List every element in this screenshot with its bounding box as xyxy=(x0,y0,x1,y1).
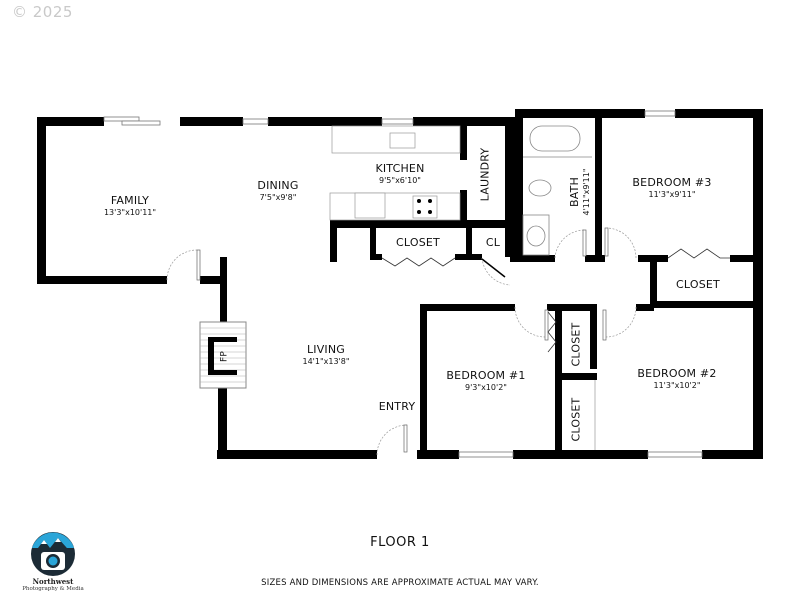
room-entry: ENTRY xyxy=(367,400,427,413)
disclaimer: SIZES AND DIMENSIONS ARE APPROXIMATE ACT… xyxy=(261,578,539,588)
room-dimensions: 7'5"x9'8" xyxy=(259,193,297,202)
room-name: KITCHEN xyxy=(375,162,425,175)
room-fireplace: FP xyxy=(219,342,232,372)
room-name: BEDROOM #1 xyxy=(446,369,526,382)
room-bath: BATH 4'11"x9'11" xyxy=(568,152,592,232)
room-name: CL xyxy=(485,236,501,249)
room-bedroom-1: BEDROOM #1 9'3"x10'2" xyxy=(436,369,536,393)
room-dimensions: 14'1"x13'8" xyxy=(302,357,350,366)
room-dining: DINING 7'5"x9'8" xyxy=(228,179,328,203)
room-name: DINING xyxy=(257,179,299,192)
room-bedroom-2: BEDROOM #2 11'3"x10'2" xyxy=(627,367,727,391)
room-cl: CL xyxy=(478,236,508,249)
room-family: FAMILY 13'3"x10'11" xyxy=(80,194,180,218)
bath-fixtures xyxy=(522,125,592,256)
room-name: CLOSET xyxy=(396,236,440,249)
room-name: FP xyxy=(219,351,230,363)
room-dimensions: 9'3"x10'2" xyxy=(465,383,507,392)
room-name: BEDROOM #2 xyxy=(637,367,717,380)
room-dimensions: 11'3"x10'2" xyxy=(653,381,701,390)
windows xyxy=(103,110,703,458)
copyright-watermark: © 2025 xyxy=(12,3,73,21)
kitchen-counters xyxy=(329,125,461,221)
door-leaves xyxy=(196,227,609,453)
room-bedroom-3: BEDROOM #3 11'3"x9'11" xyxy=(622,176,722,200)
room-dimensions: 9'5"x6'10" xyxy=(379,176,421,185)
camera-mountain-icon xyxy=(31,532,75,576)
room-kitchen: KITCHEN 9'5"x6'10" xyxy=(350,162,450,186)
room-dimensions: 4'11"x9'11" xyxy=(582,168,591,216)
room-closet-bedroom-1: CLOSET xyxy=(570,315,583,375)
doors xyxy=(166,227,637,456)
floor-title: FLOOR 1 xyxy=(370,535,430,550)
room-name: CLOSET xyxy=(569,397,583,442)
room-closet-bedroom-3: CLOSET xyxy=(668,278,728,291)
logo-name: Northwest xyxy=(32,577,74,586)
room-closet-kitchen: CLOSET xyxy=(388,236,448,249)
room-living: LIVING 14'1"x13'8" xyxy=(276,343,376,367)
room-name: LIVING xyxy=(306,343,346,356)
room-laundry: LAUNDRY xyxy=(479,145,492,205)
bifold-doors xyxy=(381,248,730,353)
room-name: LAUNDRY xyxy=(478,147,492,202)
room-name: CLOSET xyxy=(676,278,720,291)
room-name: ENTRY xyxy=(378,400,416,413)
room-dimensions: 13'3"x10'11" xyxy=(103,208,157,217)
logo-tagline: Photography & Media xyxy=(22,586,84,592)
walls xyxy=(37,109,763,459)
company-logo: Northwest Photography & Media xyxy=(18,530,88,600)
fireplace xyxy=(199,321,247,389)
room-closet-bedroom-2: CLOSET xyxy=(570,390,583,450)
room-name: BATH xyxy=(568,177,581,208)
room-name: FAMILY xyxy=(110,194,150,207)
stove-burners xyxy=(417,199,432,214)
room-name: CLOSET xyxy=(569,322,583,367)
room-name: BEDROOM #3 xyxy=(632,176,712,189)
room-dimensions: 11'3"x9'11" xyxy=(648,190,696,199)
